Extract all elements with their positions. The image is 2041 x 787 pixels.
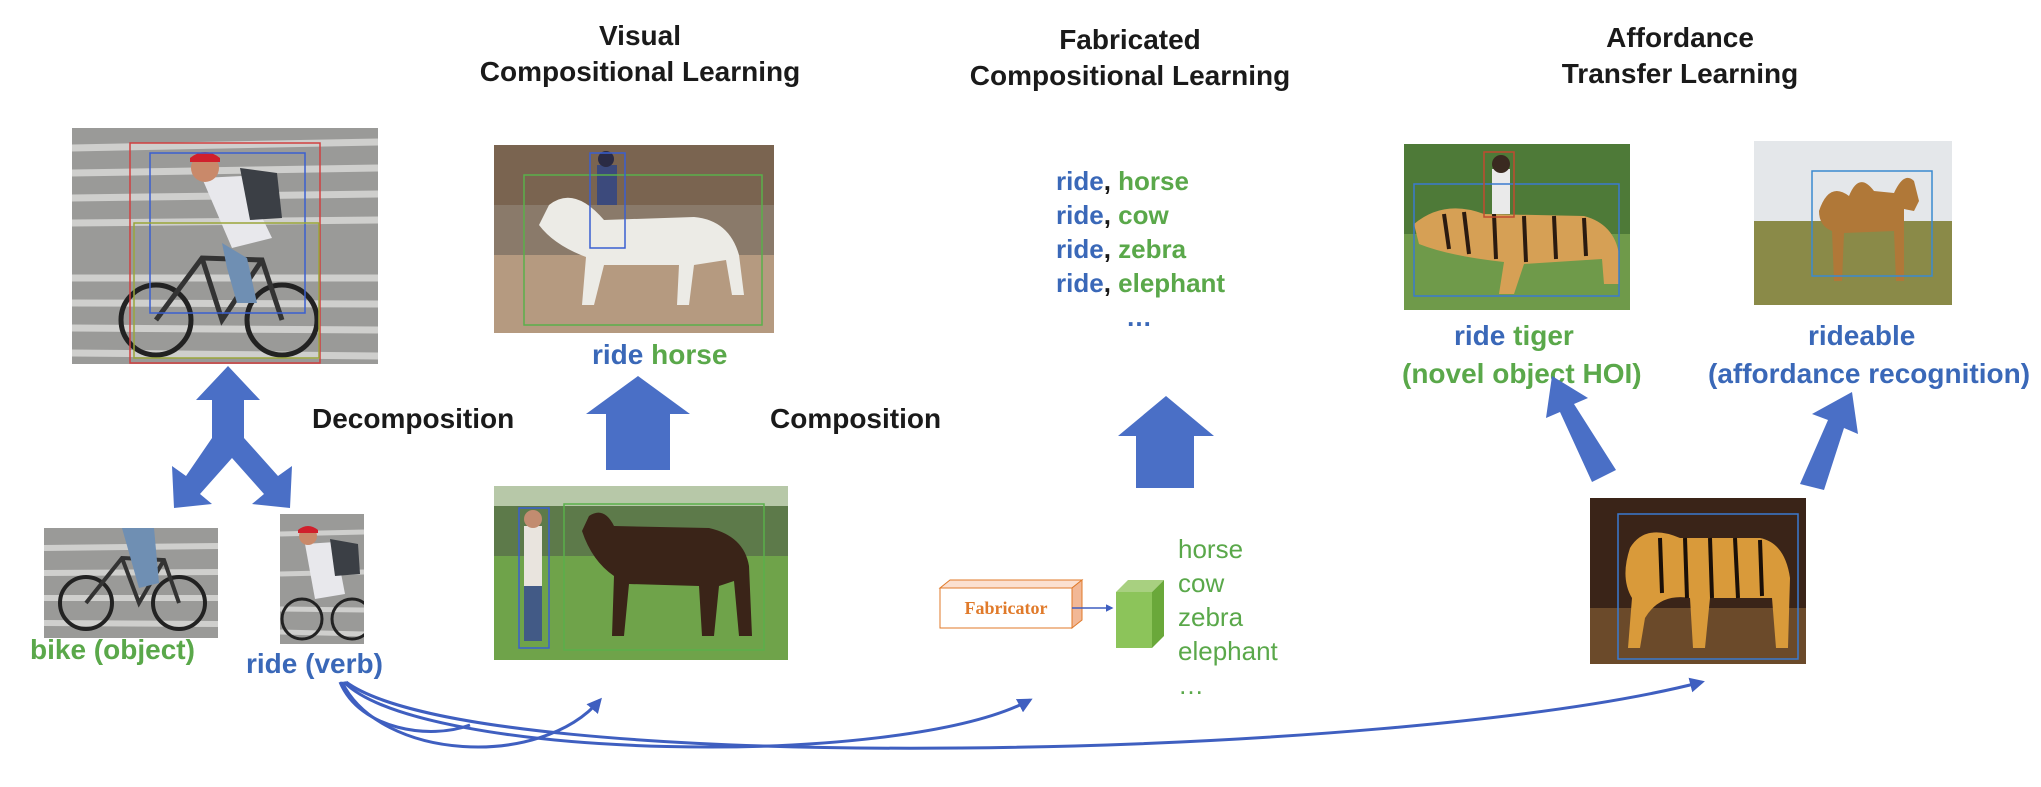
fabricated-object-list: horse cow zebra elephant …: [1178, 532, 1278, 702]
title-fabricated-line2: Compositional Learning: [969, 60, 1291, 91]
bike-crop-photo: [44, 528, 218, 638]
fabricator-label: Fabricator: [965, 598, 1048, 618]
fabricated-pair: ride, cow: [1056, 198, 1225, 232]
ride-horse-object: horse: [651, 339, 728, 370]
pair-object: cow: [1118, 200, 1169, 230]
decomposition-label: Decomposition: [312, 403, 515, 434]
ride-tiger-object: tiger: [1505, 320, 1574, 351]
object-list-item: horse: [1178, 534, 1244, 564]
rider-white-horse-photo: [494, 145, 774, 333]
pair-object: horse: [1118, 166, 1189, 196]
pair-verb: ride: [1056, 268, 1104, 298]
ride-horse-verb: ride: [592, 339, 644, 370]
novel-object-hoi-label: (novel object HOI): [1402, 358, 1642, 389]
up-arrow-visual: [586, 376, 690, 470]
title-affordance-line2: Transfer Learning: [1561, 58, 1799, 89]
object-list-item: cow: [1178, 568, 1225, 598]
fabricated-pair: ride, horse: [1056, 164, 1225, 198]
title-visual-line1: Visual: [599, 20, 681, 51]
ride-verb-label: ride (verb): [246, 648, 383, 679]
title-fabricated-compositional: Fabricated Compositional Learning: [960, 22, 1300, 94]
diagonal-arrow-rideable: [1800, 392, 1858, 490]
pair-sep: ,: [1103, 200, 1111, 230]
curve-arrow-to-composition: [340, 681, 602, 749]
bike-object-label: bike (object): [30, 634, 195, 665]
curve-arrow-inner: [338, 681, 471, 733]
pair-object: zebra: [1118, 234, 1187, 264]
woman-brown-horse-photo: [494, 486, 788, 660]
curve-arrow-to-tiger: [345, 677, 1705, 750]
ride-horse-label: ride horse: [592, 337, 727, 373]
object-list-item: …: [1178, 670, 1204, 700]
fabricator-box: Fabricator: [938, 578, 1084, 630]
curve-arrow-to-fabricator: [342, 680, 1033, 749]
ride-tiger-verb: ride: [1454, 320, 1506, 351]
fabricated-pairs-list: ride, horse ride, cow ride, zebra ride, …: [1056, 164, 1225, 334]
title-visual-line2: Compositional Learning: [479, 56, 801, 87]
camel-photo: [1754, 141, 1952, 305]
up-arrow-fabricated: [1118, 396, 1214, 488]
feature-cube-icon: [1116, 580, 1164, 648]
fabricated-pair: ride, zebra: [1056, 232, 1225, 266]
pair-object: elephant: [1118, 268, 1226, 298]
pair-sep: ,: [1103, 234, 1111, 264]
child-riding-tiger-photo: [1404, 144, 1630, 310]
affordance-recognition-label: (affordance recognition): [1708, 358, 2031, 389]
object-list-item: zebra: [1178, 602, 1244, 632]
tiger-standing-photo: [1590, 498, 1806, 664]
object-list-item: elephant: [1178, 636, 1278, 666]
title-affordance-line1: Affordance: [1606, 22, 1754, 53]
composition-label: Composition: [770, 403, 942, 434]
ride-tiger-label: ride tiger: [1454, 318, 1574, 354]
fabricated-ellipsis: …: [1126, 302, 1152, 332]
pair-verb: ride: [1056, 166, 1104, 196]
title-affordance-transfer: Affordance Transfer Learning: [1530, 20, 1830, 92]
pair-verb: ride: [1056, 234, 1104, 264]
rideable-label: rideable: [1808, 320, 1916, 351]
fabricated-pair: ride, elephant: [1056, 266, 1225, 300]
title-visual-compositional: Visual Compositional Learning: [460, 18, 820, 90]
pair-sep: ,: [1103, 166, 1111, 196]
cyclist-photo: [72, 128, 378, 364]
diagonal-arrow-ride-tiger: [1546, 376, 1616, 482]
rider-crop-photo: [280, 514, 364, 644]
pair-verb: ride: [1056, 200, 1104, 230]
pair-sep: ,: [1103, 268, 1111, 298]
title-fabricated-line1: Fabricated: [1059, 24, 1201, 55]
decomposition-arrow: [172, 366, 292, 508]
